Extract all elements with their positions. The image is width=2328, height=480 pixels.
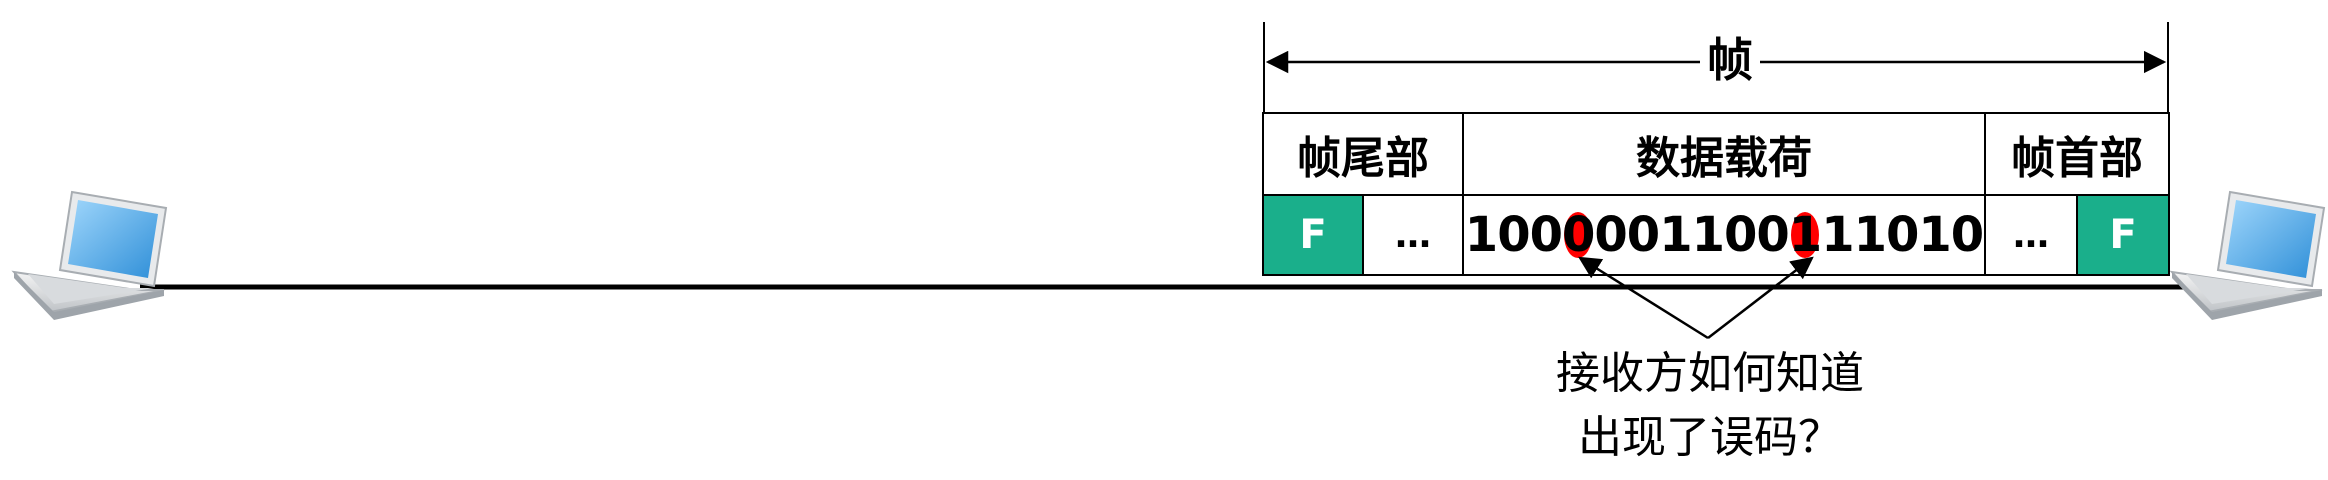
laptop-icon (2169, 190, 2326, 320)
frame-trailer-label: 帧尾部 (1262, 112, 1464, 196)
question-line-1: 接收方如何知道 (1556, 348, 1864, 399)
error-bit: 0 (1562, 207, 1595, 263)
frame-header-label: 帧首部 (1984, 112, 2170, 196)
frame-header-row: 帧尾部 数据载荷 帧首部 (1262, 112, 2170, 196)
frame-payload-label: 数据载荷 (1462, 112, 1986, 196)
payload-bits: 1000001100111010 (1462, 194, 1986, 276)
error-bit-highlight: 1 (1788, 207, 1822, 263)
laptop-icon (11, 190, 168, 320)
error-bit-highlight: 0 (1562, 207, 1595, 263)
frame-title: 帧 (1700, 30, 1760, 90)
bits-segment: 001100 (1594, 207, 1789, 263)
header-ellipsis: … (1984, 194, 2078, 276)
trailer-flag: F (1262, 194, 1364, 276)
frame-structure-table: 帧尾部 数据载荷 帧首部 F … 1000001100111010 … F (1262, 112, 2170, 276)
header-flag: F (2076, 194, 2170, 276)
error-bit: 1 (1788, 207, 1822, 263)
trailer-ellipsis: … (1362, 194, 1464, 276)
bits-segment: 100 (1464, 207, 1563, 263)
question-line-2: 出现了误码？ (1578, 412, 1842, 463)
frame-content-row: F … 1000001100111010 … F (1262, 194, 2170, 276)
question-text: 接收方如何知道 出现了误码？ (1500, 342, 1920, 470)
bits-segment: 11010 (1821, 207, 1984, 263)
